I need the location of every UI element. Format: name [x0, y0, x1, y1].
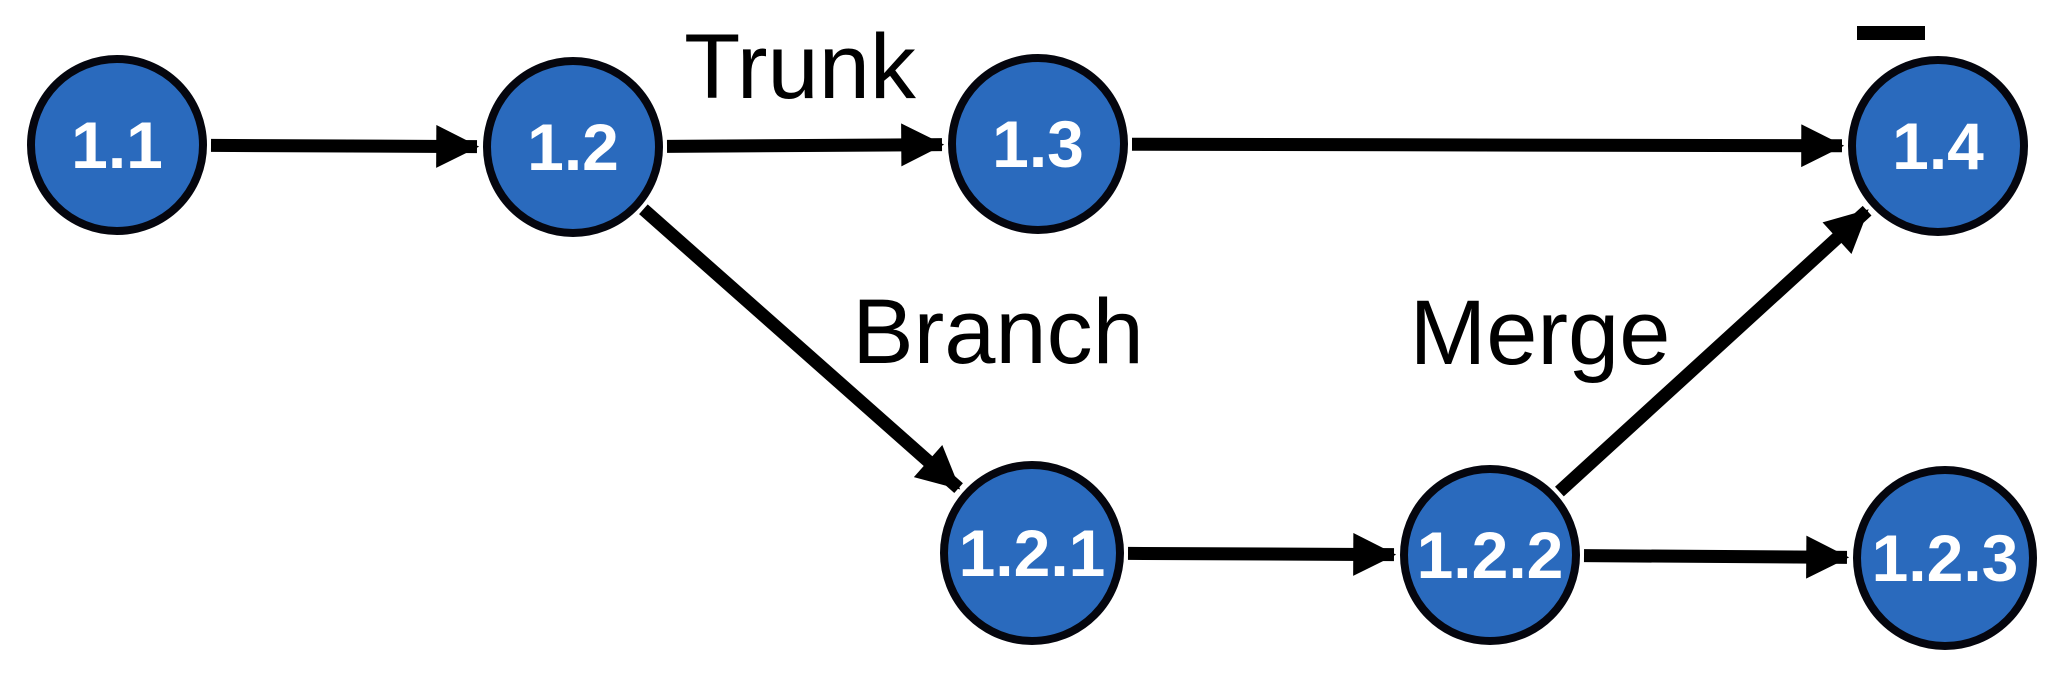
node-circle-1.2.1	[940, 461, 1124, 645]
node-circle-1.2	[483, 57, 663, 237]
edge-arrow-1.2-to-1.2.1	[639, 204, 963, 493]
node-1.1: 1.1	[27, 55, 207, 235]
node-label-1.2.1: 1.2.1	[959, 516, 1106, 590]
node-circle-1.1	[27, 55, 207, 235]
node-1.2: 1.2	[483, 57, 663, 237]
node-circle-1.2.3	[1853, 466, 2037, 650]
node-label-1.2.2: 1.2.2	[1417, 518, 1564, 592]
node-circle-1.2.2	[1400, 465, 1580, 645]
node-circle-1.3	[948, 54, 1128, 234]
edge-label-merge: Merge	[1410, 282, 1671, 384]
node-1.3: 1.3	[948, 54, 1128, 234]
edge-label-trunk: Trunk	[684, 16, 917, 118]
edge-arrow-1.2.2-to-1.2.3	[1583, 535, 1850, 579]
edge-arrow-1.2-to-1.3	[666, 123, 945, 167]
edge-arrow-1.2.1-to-1.2.2	[1127, 532, 1397, 576]
node-1.2.2: 1.2.2	[1400, 465, 1580, 645]
stray-line-artifact	[1857, 26, 1925, 40]
node-1.4: 1.4	[1848, 56, 2028, 236]
node-label-1.2.3: 1.2.3	[1872, 521, 2019, 595]
edge-arrow-1.1-to-1.2	[210, 124, 480, 168]
edge-arrow-1.2.2-to-1.4	[1555, 205, 1872, 497]
node-label-1.4: 1.4	[1892, 109, 1984, 183]
edge-label-branch: Branch	[852, 281, 1144, 383]
node-label-1.1: 1.1	[71, 108, 163, 182]
node-1.2.1: 1.2.1	[940, 461, 1124, 645]
edge-arrow-1.3-to-1.4	[1131, 124, 1845, 168]
node-1.2.3: 1.2.3	[1853, 466, 2037, 650]
node-label-1.2: 1.2	[527, 110, 619, 184]
node-label-1.3: 1.3	[992, 107, 1084, 181]
node-circle-1.4	[1848, 56, 2028, 236]
